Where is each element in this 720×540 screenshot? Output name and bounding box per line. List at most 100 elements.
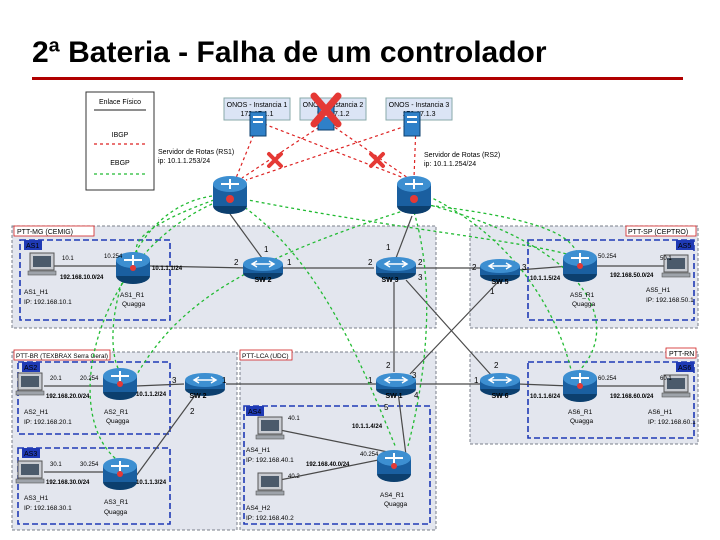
svg-text:IBGP: IBGP [112,132,129,139]
slide-title: 2ª Bateria - Falha de um controlador [32,36,547,69]
svg-text:5: 5 [384,403,389,412]
svg-text:50.254: 50.254 [598,254,617,260]
svg-text:PTT-RN: PTT-RN [669,351,694,358]
ixp-zone-mg [11,225,437,329]
svg-text:AS1_R1: AS1_R1 [120,292,145,299]
switch-label: SW 6 [491,393,508,400]
svg-text:1: 1 [490,287,495,296]
svg-text:AS3_H1: AS3_H1 [24,495,49,502]
svg-text:AS1_H1: AS1_H1 [24,289,49,296]
svg-text:20.254: 20.254 [80,376,99,382]
router-as5[interactable]: 50.254 192.168.50.0/24 10.1.1.5/24 AS5_R… [530,249,654,308]
svg-text:PTT-LCA (UDC): PTT-LCA (UDC) [242,353,289,360]
legend: Enlace Físico IBGP EBGP [85,91,155,191]
svg-text:ip: 10.1.1.254/24: ip: 10.1.1.254/24 [424,161,476,168]
svg-text:EBGP: EBGP [110,160,130,167]
svg-text:AS6: AS6 [678,365,691,372]
ixp-tag-rn: PTT-RN [665,347,697,359]
svg-text:1: 1 [264,245,269,254]
host-as3-h1[interactable]: 30.1 AS3_H1 IP: 192.168.30.1 [15,460,72,512]
router-as6[interactable]: 60.254 192.168.60.0/24 10.1.1.6/24 AS6_R… [530,369,654,425]
ixp-tag-sp: PTT-SP (CEPTRO) [625,225,697,237]
svg-text:Quagga: Quagga [384,501,408,508]
svg-text:IP: 192.168.50.1: IP: 192.168.50.1 [646,297,694,304]
svg-text:ip: 10.1.1.253/24: ip: 10.1.1.253/24 [158,158,210,165]
server-icon [403,111,421,137]
svg-text:2: 2 [234,258,239,267]
router-as3[interactable]: 30.254 192.168.30.0/24 10.1.1.3/24 AS3_R… [46,457,167,516]
svg-text:50.1: 50.1 [660,256,672,262]
switch-label: SW 2 [189,393,206,400]
switch-label: SW 1 [385,393,402,400]
svg-text:2: 2 [472,263,477,272]
svg-text:20.1: 20.1 [50,376,62,382]
svg-text:192.168.30.0/24: 192.168.30.0/24 [46,480,90,486]
router-as4[interactable]: 40.254 192.168.40.0/24 10.1.1.4/24 AS4_R… [306,424,412,508]
title-underline [32,77,683,80]
svg-text:60.254: 60.254 [598,376,617,382]
svg-text:AS5: AS5 [678,243,691,250]
port-numbers: 2 1 1 1 2 2 3 2 3 1 3 1 2 1 2 3 4 5 2 1 [172,243,527,416]
ixp-tag-lca: PTT-LCA (UDC) [239,349,293,361]
route-server-rs2-icon [396,175,432,215]
svg-text:AS2_H1: AS2_H1 [24,409,49,416]
svg-text:10.254: 10.254 [104,254,123,260]
as4-box [243,405,431,525]
as1-label: AS1 [24,240,42,250]
svg-text:4: 4 [414,391,419,400]
as5-label: AS5 [676,240,694,250]
server-icon [249,111,267,137]
switch-label: SW 3 [381,277,398,284]
host-as4-h2[interactable]: 40.2 AS4_H2 IP: 192.168.40.2 [246,472,300,522]
svg-text:192.168.20.0/24: 192.168.20.0/24 [46,394,90,400]
svg-text:192.168.10.0/24: 192.168.10.0/24 [60,275,104,281]
host-as5-h1[interactable]: 50.1 AS5_H1 IP: 192.168.50.1 [646,254,694,304]
svg-text:PTT-SP (CEPTRO): PTT-SP (CEPTRO) [628,229,688,236]
link-failure-icon [267,152,283,168]
svg-text:PTT-MG (CEMIG): PTT-MG (CEMIG) [17,229,73,236]
svg-text:Servidor de Rotas (RS2): Servidor de Rotas (RS2) [424,152,500,159]
svg-text:Servidor de Rotas (RS1): Servidor de Rotas (RS1) [158,149,234,156]
svg-text:AS6_H1: AS6_H1 [648,409,673,416]
svg-text:AS4_H2: AS4_H2 [246,505,271,512]
svg-text:1: 1 [287,258,292,267]
svg-text:IP: 192.168.40.1: IP: 192.168.40.1 [246,457,294,464]
svg-text:AS2_R1: AS2_R1 [104,409,129,416]
route-server-rs2-label: Servidor de Rotas (RS2) ip: 10.1.1.254/2… [424,152,500,168]
host-as4-h1[interactable]: 40.1 AS4_H1 IP: 192.168.40.1 [246,416,300,464]
svg-text:10.1.1.6/24: 10.1.1.6/24 [530,394,561,400]
svg-text:40.2: 40.2 [288,474,300,480]
svg-text:30.254: 30.254 [80,462,99,468]
svg-text:10.1: 10.1 [62,256,74,262]
ixp-tag-mg: PTT-MG (CEMIG) [13,225,95,237]
physical-links [44,213,676,483]
svg-text:60.1: 60.1 [660,376,672,382]
router-as1[interactable]: 10.254 192.168.10.0/24 10.1.1.1/24 AS1_R… [60,251,183,308]
route-server-rs1-icon [212,175,248,215]
svg-text:AS3_R1: AS3_R1 [104,499,129,506]
as6-label: AS6 [676,362,694,372]
svg-text:40.254: 40.254 [360,452,379,458]
svg-text:3: 3 [522,263,527,272]
router-as2[interactable]: 20.254 192.168.20.0/24 10.1.1.2/24 AS2_R… [46,367,167,425]
svg-text:Quagga: Quagga [572,301,596,308]
svg-text:1: 1 [386,243,391,252]
as3-label: AS3 [22,448,40,458]
svg-text:ONOS - Instancia 3: ONOS - Instancia 3 [389,102,450,109]
svg-text:3: 3 [418,273,423,282]
host-as1-h1[interactable]: 10.1 AS1_H1 IP: 192.168.10.1 [24,252,74,306]
svg-text:10.1.1.3/24: 10.1.1.3/24 [136,480,167,486]
svg-text:1: 1 [474,376,479,385]
svg-text:AS5_R1: AS5_R1 [570,292,595,299]
svg-text:AS4_R1: AS4_R1 [380,492,405,499]
ibgp-sessions [235,123,417,181]
svg-text:AS6_R1: AS6_R1 [568,409,593,416]
host-as6-h1[interactable]: 60.1 AS6_H1 IP: 192.168.60.1 [648,374,696,426]
as2-box [17,361,171,435]
as1-box [19,239,171,321]
svg-text:AS3: AS3 [24,451,37,458]
as3-box [17,447,171,525]
host-as2-h1[interactable]: 20.1 AS2_H1 IP: 192.168.20.1 [15,372,72,426]
svg-text:192.168.60.0/24: 192.168.60.0/24 [610,394,654,400]
